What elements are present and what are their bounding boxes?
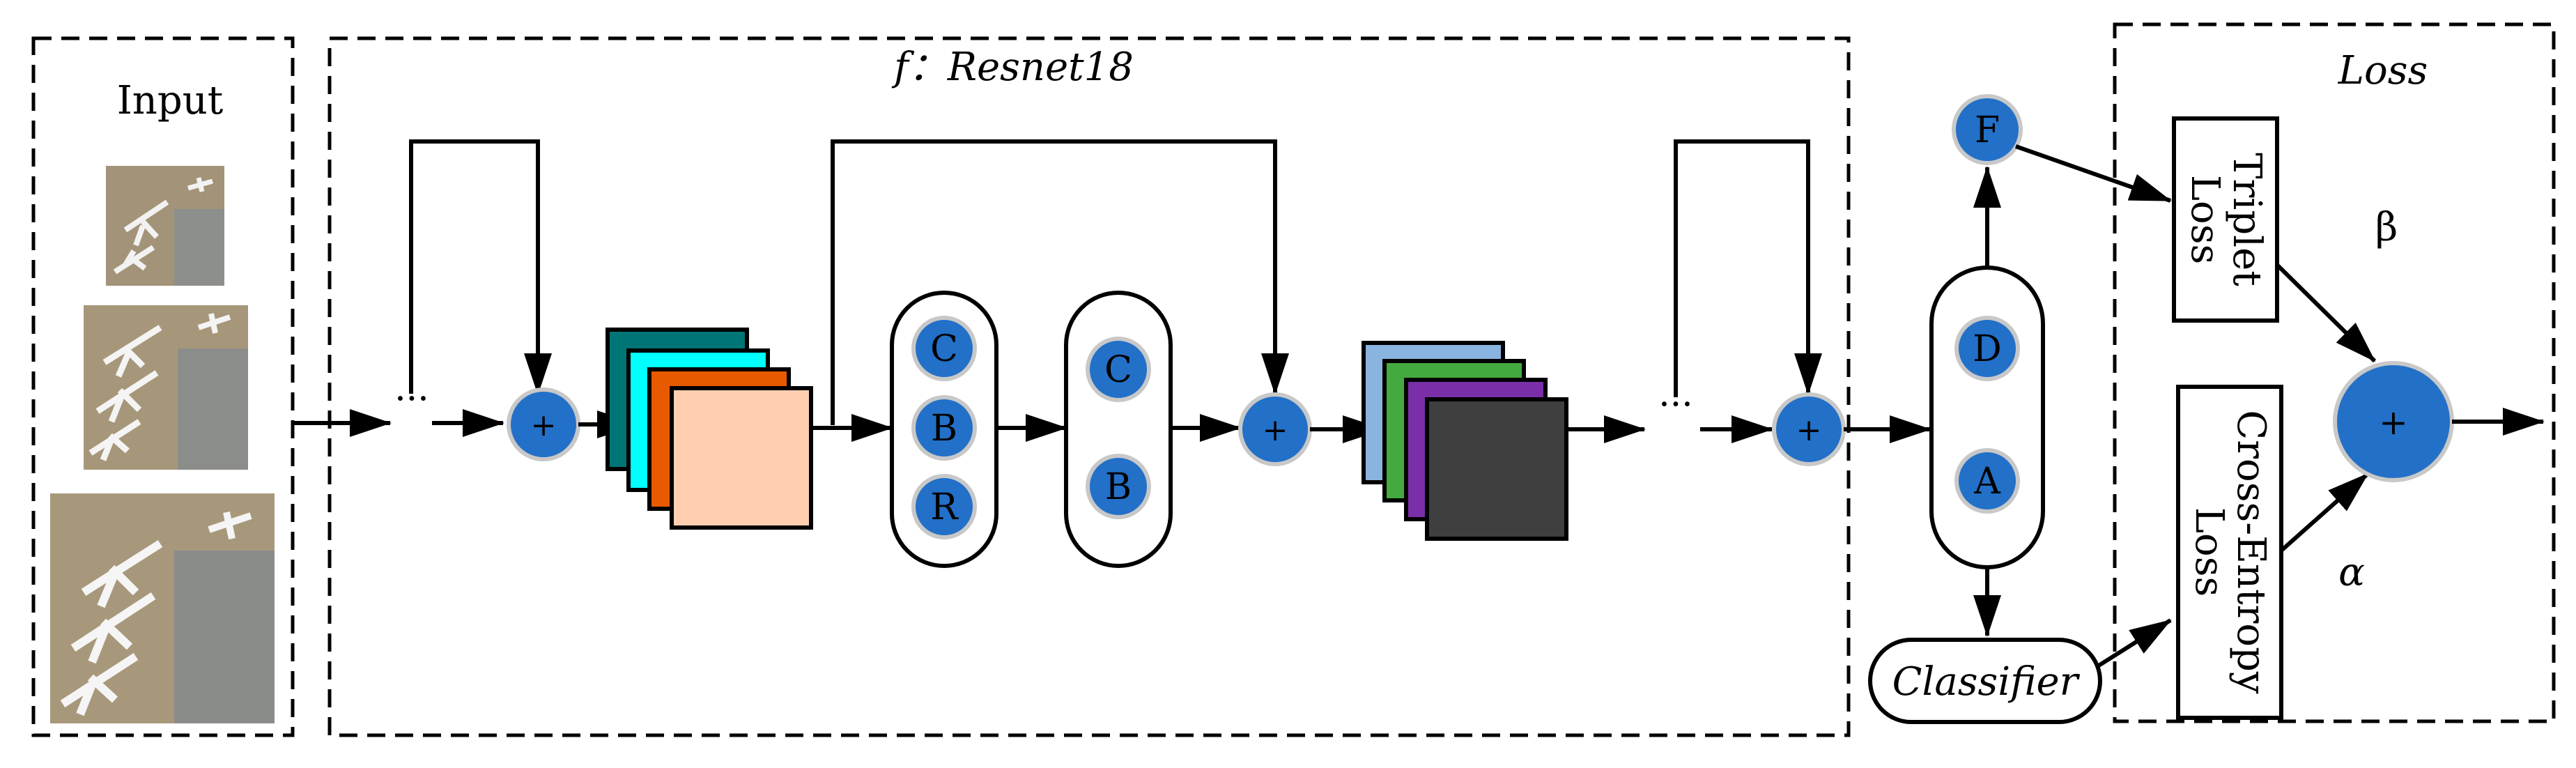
arrow-classifier-to-ce [2097, 618, 2172, 668]
add-node-3-label: + [1796, 413, 1822, 448]
svg-text:Triplet: Triplet [2224, 153, 2269, 286]
head-node-d [1954, 316, 2020, 381]
block1-node-r-label: R [930, 486, 959, 528]
input-image-small [106, 166, 224, 286]
skip-connection-1 [409, 139, 552, 395]
head-node-d-label: D [1973, 328, 2002, 370]
arrow-feature-to-triplet [2015, 144, 2172, 203]
block2-node-b [1086, 454, 1151, 519]
beta-weight: β [2375, 205, 2398, 250]
block1-node-c-label: C [930, 328, 958, 370]
triplet-loss-box [2172, 116, 2279, 323]
skip-connection-3 [1674, 139, 1822, 397]
add-node-1-label: + [531, 408, 557, 443]
feature-node-f-label: F [1975, 109, 2000, 151]
input-image-medium [84, 305, 248, 470]
loss-title: Loss [2338, 48, 2428, 93]
classifier-box [1868, 638, 2102, 724]
svg-text:Loss: Loss [2186, 507, 2232, 597]
block1-node-c [911, 316, 977, 381]
triplet-loss-text: Triplet Loss [2182, 153, 2269, 286]
feature-map-stack-1 [606, 328, 813, 530]
head-node-a [1954, 448, 2020, 514]
cross-entropy-loss-text: Cross-Entropy Loss [2186, 410, 2274, 694]
svg-text:Loss: Loss [2182, 175, 2228, 264]
feature-map-stack-2 [1362, 341, 1568, 541]
head-block [1929, 266, 2045, 569]
arrow-triplet-to-sum [2275, 263, 2377, 363]
head-node-a-label: A [1973, 461, 2001, 502]
input-title: Input [117, 78, 224, 123]
input-panel [31, 36, 295, 737]
block2-node-c [1086, 337, 1151, 402]
backbone-panel [327, 36, 1851, 737]
cross-entropy-loss-box [2176, 385, 2283, 720]
add-node-2-label: + [1263, 413, 1288, 448]
arrow-ce-to-sum [2280, 472, 2369, 553]
block1-node-r [911, 474, 977, 539]
skip-connection-2 [831, 139, 1289, 425]
input-image-large [50, 493, 275, 723]
feature-node-f [1952, 94, 2023, 165]
block1-node-b-label: B [931, 408, 957, 450]
loss-panel [2113, 22, 2556, 723]
block1-node-b [911, 395, 977, 461]
svg-text:Cross-Entropy: Cross-Entropy [2228, 410, 2274, 694]
conv-block-2 [1064, 291, 1173, 568]
classifier-label: Classifier [1892, 659, 2081, 705]
block2-node-b-label: B [1105, 466, 1132, 508]
loss-sum-label: + [2379, 402, 2408, 443]
block2-node-c-label: C [1104, 349, 1132, 391]
backbone-title: f：Resnet18 [891, 45, 1134, 90]
alpha-weight: α [2338, 550, 2365, 595]
